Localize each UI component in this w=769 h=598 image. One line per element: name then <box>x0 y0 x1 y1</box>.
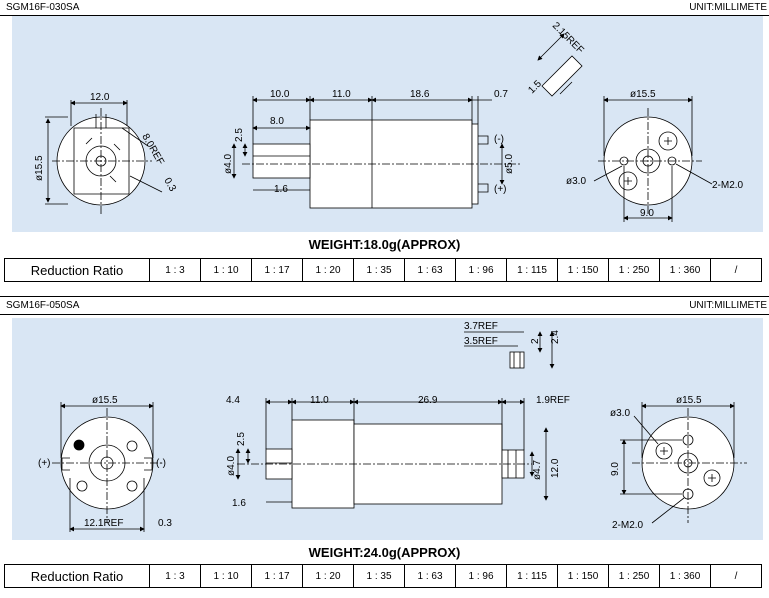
m1-dim-d17: ø3.0 <box>566 176 586 187</box>
motor2-top-rule <box>0 296 769 297</box>
m1-dim-d5: 10.0 <box>270 89 290 100</box>
ratio-cell: 1 : 150 <box>557 564 609 588</box>
m2-dim-e7: 1.9REF <box>536 395 570 406</box>
m1-dim-d9: 8.0 <box>270 116 284 127</box>
motor1-drawing-panel: 12.0 8.0REF ø15.5 0.3 10.0 11.0 18.6 0.7… <box>12 16 763 232</box>
ratio-cell: 1 : 96 <box>455 564 507 588</box>
ratio-cell: 1 : 17 <box>251 258 303 282</box>
ratio-cell: 1 : 35 <box>353 564 405 588</box>
motor2-drawing: ø15.5 12.1REF 0.3 (+) (-) 4.4 11.0 26.9 … <box>38 321 747 532</box>
ratio-cell: 1 : 17 <box>251 564 303 588</box>
m1-dim-d8: 0.7 <box>494 89 508 100</box>
m1-dim-d3: ø15.5 <box>34 155 45 181</box>
m2-dim-plus: (+) <box>38 458 51 469</box>
ratio-cell: 1 : 360 <box>659 258 711 282</box>
ratio-cell: 1 : 96 <box>455 258 507 282</box>
m2-dim-e10: 1.6 <box>232 498 246 509</box>
ratio-cell: 1 : 10 <box>200 564 252 588</box>
ratio-cell: 1 : 3 <box>149 258 201 282</box>
m2-dim-e16: 2.4 <box>550 330 561 344</box>
m2-dim-e12: 12.0 <box>550 458 561 478</box>
ratio-cell: 1 : 63 <box>404 258 456 282</box>
m1-dim-d18: 2-M2.0 <box>712 180 744 191</box>
ratio-cell: 1 : 35 <box>353 258 405 282</box>
motor1-model: SGM16F-030SA <box>6 2 80 13</box>
m1-dim-d7: 18.6 <box>410 89 430 100</box>
m1-dim-d10: 2.5 <box>234 128 245 142</box>
motor2-unit: UNIT:MILLIMETE <box>689 300 767 311</box>
m1-dim-minus: (-) <box>494 134 504 145</box>
ratio-cell: 1 : 360 <box>659 564 711 588</box>
m2-dim-e19: 9.0 <box>610 462 621 476</box>
ratio-cell: 1 : 10 <box>200 258 252 282</box>
m2-dim-e1: ø15.5 <box>92 395 118 406</box>
m1-dim-d6: 11.0 <box>332 89 351 100</box>
motor1-ratio-table: Reduction Ratio 1 : 3 1 : 10 1 : 17 1 : … <box>4 258 762 282</box>
m2-dim-e5: 11.0 <box>310 395 329 406</box>
ratio-cell: 1 : 20 <box>302 564 354 588</box>
motor1-drawing: 12.0 8.0REF ø15.5 0.3 10.0 11.0 18.6 0.7… <box>34 20 744 222</box>
ratio-cell: 1 : 150 <box>557 258 609 282</box>
m2-dim-e3: 0.3 <box>158 518 172 529</box>
m1-dim-d11: ø4.0 <box>223 154 234 174</box>
ratio-cell: 1 : 250 <box>608 564 660 588</box>
m1-dim-d13: ø5.0 <box>504 154 515 174</box>
m1-dim-d15: 1.5 <box>526 78 544 96</box>
motor1-weight: WEIGHT:18.0g(APPROX) <box>308 237 461 252</box>
ratio-label: Reduction Ratio <box>4 258 150 282</box>
ratio-cell: / <box>710 564 762 588</box>
m2-dim-e20: 2-M2.0 <box>612 520 644 531</box>
motor1-header-rule <box>0 15 769 16</box>
m2-dim-e17: ø15.5 <box>676 395 702 406</box>
ratio-cell: / <box>710 258 762 282</box>
m1-dim-d19: 9.0 <box>640 208 654 219</box>
m1-dim-d12: 1.6 <box>274 184 288 195</box>
m2-dim-e9: ø4.0 <box>226 456 237 476</box>
motor2-header: SGM16F-050SA UNIT:MILLIMETE <box>0 298 769 314</box>
m2-dim-e8: 2.5 <box>236 432 247 446</box>
ratio-cell: 1 : 115 <box>506 564 558 588</box>
m2-dim-minus: (-) <box>156 458 166 469</box>
m1-dim-d16: ø15.5 <box>630 89 656 100</box>
motor1-unit: UNIT:MILLIMETE <box>689 2 767 13</box>
m1-dim-d1: 12.0 <box>90 92 110 103</box>
m2-dim-e15: 2 <box>530 338 541 344</box>
m2-dim-e6: 26.9 <box>418 395 438 406</box>
motor1-header: SGM16F-030SA UNIT:MILLIMETE <box>0 0 769 16</box>
m1-dim-plus: (+) <box>494 184 507 195</box>
m1-dim-d14: 2.15REF <box>550 20 586 56</box>
m2-dim-e2: 12.1REF <box>84 518 123 529</box>
m2-dim-e11: ø4.7 <box>532 460 543 480</box>
m2-dim-e18: ø3.0 <box>610 408 630 419</box>
ratio-cell: 1 : 20 <box>302 258 354 282</box>
m2-dim-e13: 3.7REF <box>464 321 498 332</box>
motor2-drawing-panel: ø15.5 12.1REF 0.3 (+) (-) 4.4 11.0 26.9 … <box>12 318 763 540</box>
m2-dim-e14: 3.5REF <box>464 336 498 347</box>
m2-dim-e4: 4.4 <box>226 395 240 406</box>
motor2-ratio-table: Reduction Ratio 1 : 3 1 : 10 1 : 17 1 : … <box>4 564 762 588</box>
ratio-cell: 1 : 63 <box>404 564 456 588</box>
motor2-ratio-row: Reduction Ratio 1 : 3 1 : 10 1 : 17 1 : … <box>4 564 762 588</box>
motor1-ratio-row: Reduction Ratio 1 : 3 1 : 10 1 : 17 1 : … <box>4 258 762 282</box>
ratio-cell: 1 : 3 <box>149 564 201 588</box>
ratio-cell: 1 : 250 <box>608 258 660 282</box>
motor2-weight: WEIGHT:24.0g(APPROX) <box>308 545 461 560</box>
motor2-model: SGM16F-050SA <box>6 300 80 311</box>
ratio-cell: 1 : 115 <box>506 258 558 282</box>
motor2-header-rule <box>0 314 769 315</box>
m1-dim-d4: 0.3 <box>161 176 178 194</box>
ratio-label: Reduction Ratio <box>4 564 150 588</box>
